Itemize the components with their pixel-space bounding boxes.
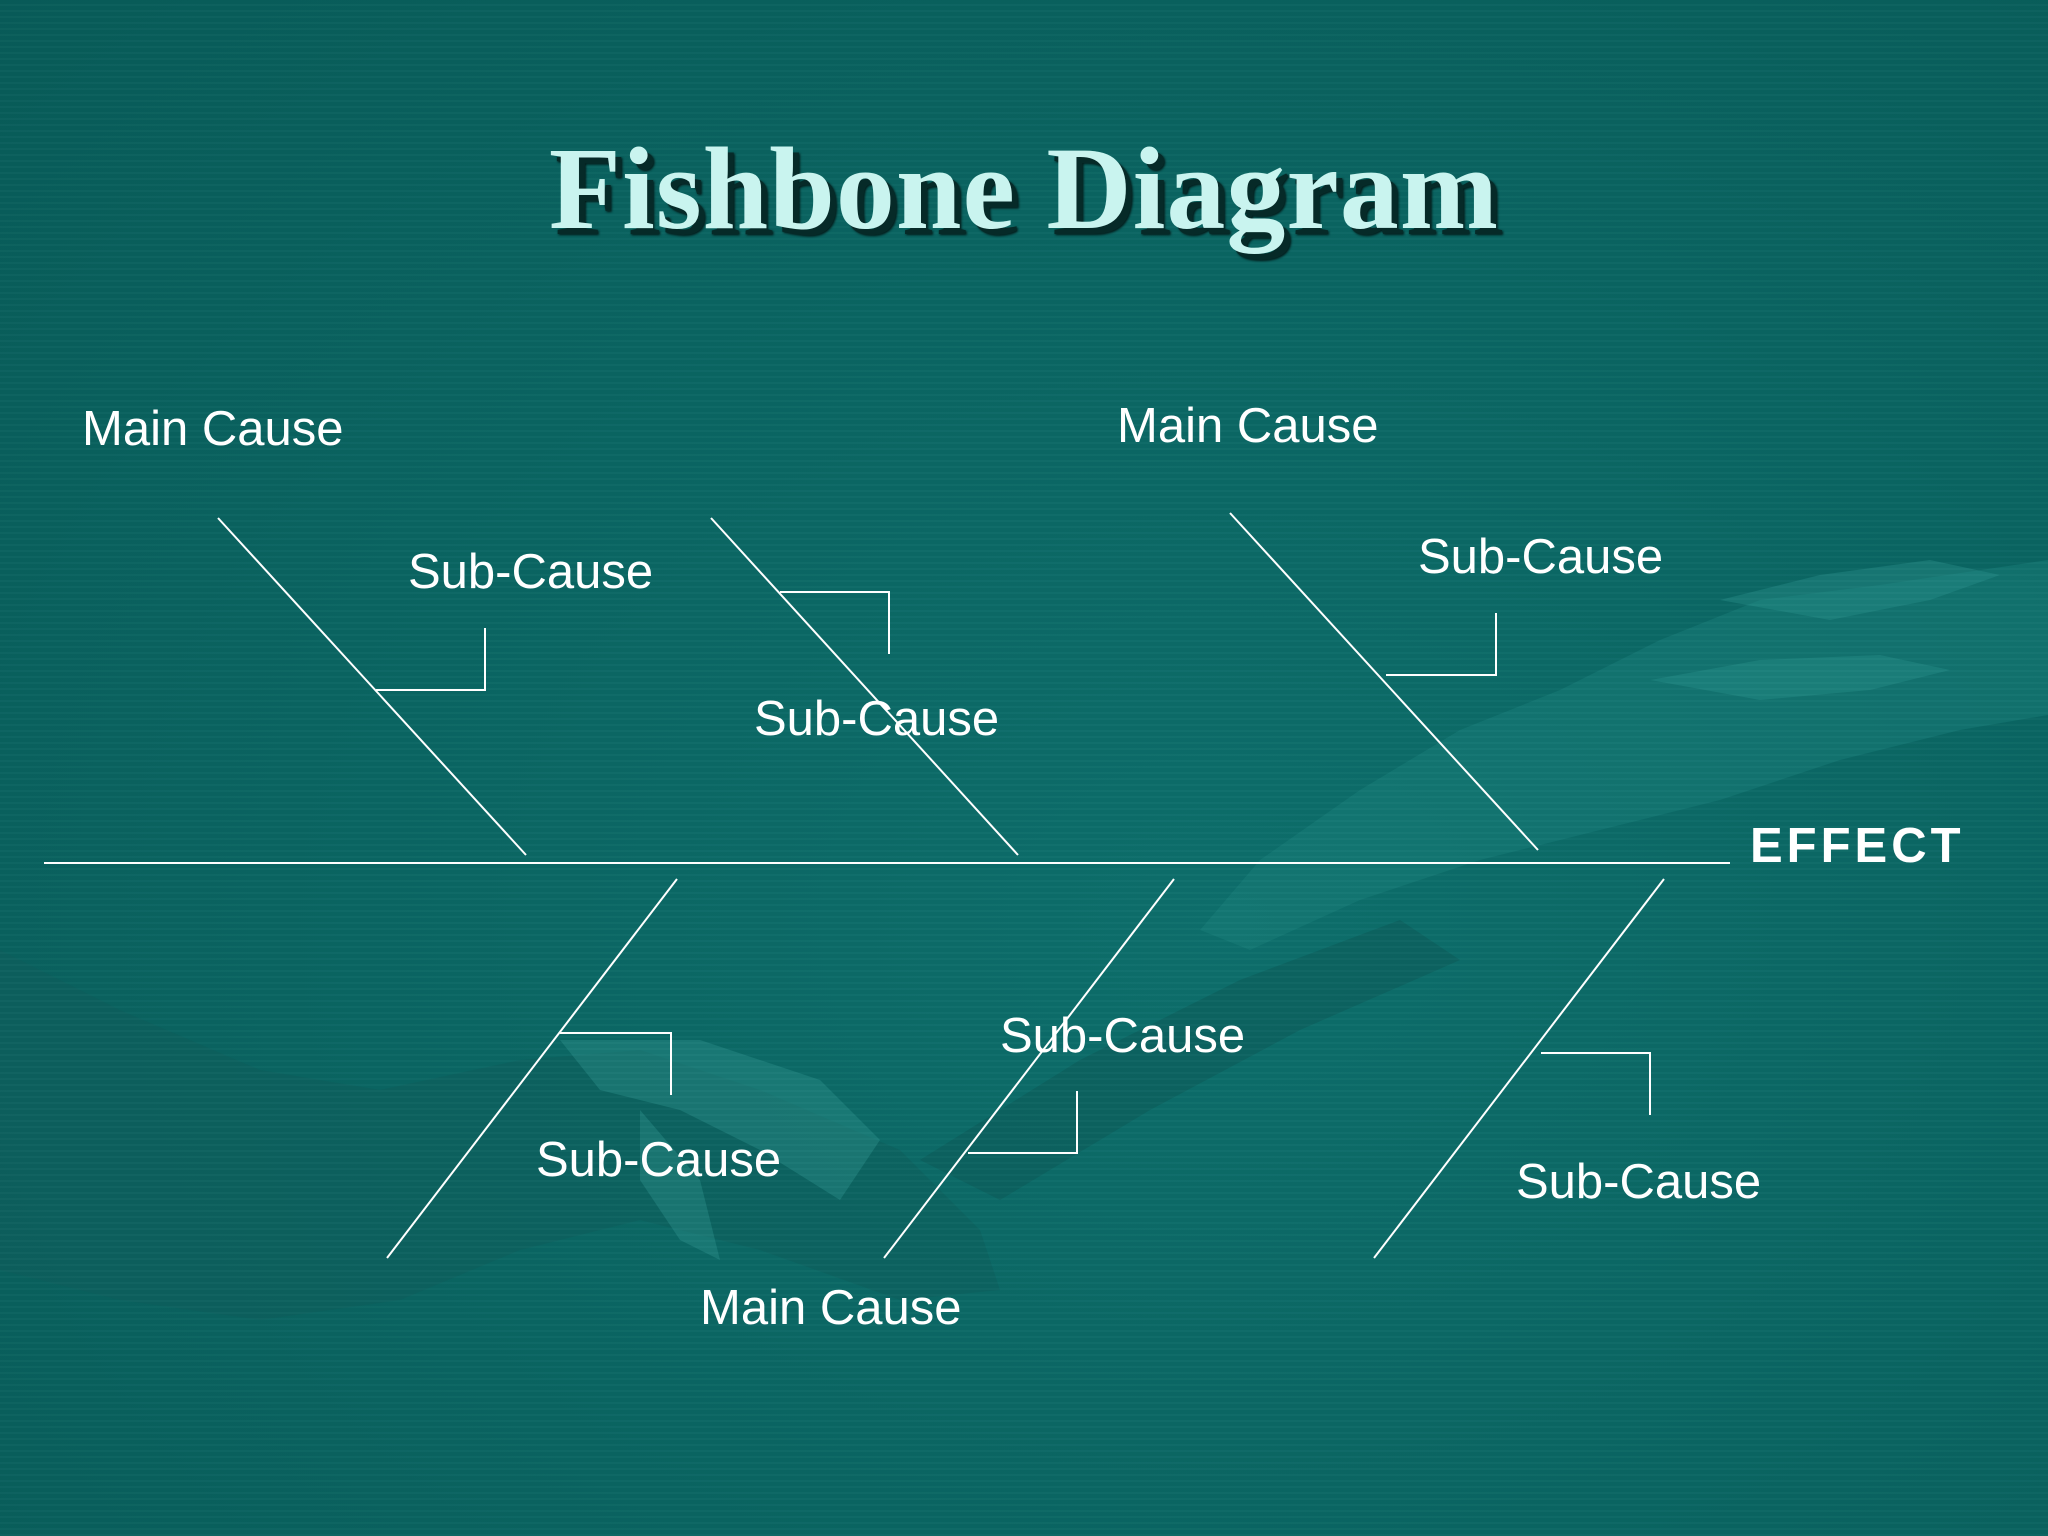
background-upper-hand-shape bbox=[1200, 560, 2048, 950]
main-cause-label-1: Main Cause bbox=[82, 402, 344, 456]
sub-cause-label-6: Sub-Cause bbox=[1516, 1155, 1762, 1209]
sub-cause-connector-3 bbox=[1386, 613, 1497, 676]
lower-bone-3 bbox=[1373, 878, 1665, 1259]
sub-cause-connector-4 bbox=[560, 1032, 672, 1095]
effect-label: EFFECT bbox=[1750, 819, 1965, 873]
upper-bone-2 bbox=[710, 517, 1019, 856]
slide-title: Fishbone Diagram bbox=[548, 123, 1500, 254]
sub-cause-label-2: Sub-Cause bbox=[754, 692, 1000, 746]
background-lower-arm-shape bbox=[0, 950, 1000, 1320]
sub-cause-connector-6 bbox=[1541, 1052, 1651, 1115]
sub-cause-connector-1 bbox=[376, 628, 486, 691]
sub-cause-label-5: Sub-Cause bbox=[536, 1133, 782, 1187]
sub-cause-label-4: Sub-Cause bbox=[1000, 1009, 1246, 1063]
main-cause-label-3: Main Cause bbox=[700, 1281, 962, 1335]
sub-cause-label-3: Sub-Cause bbox=[1418, 530, 1664, 584]
background-lower-fingers-shape bbox=[560, 1040, 880, 1260]
upper-bone-1 bbox=[217, 517, 527, 856]
lower-bone-1 bbox=[386, 878, 678, 1259]
sub-cause-connector-2 bbox=[780, 591, 890, 654]
upper-bone-3 bbox=[1229, 512, 1539, 851]
main-cause-label-2: Main Cause bbox=[1117, 399, 1379, 453]
sub-cause-label-1: Sub-Cause bbox=[408, 545, 654, 599]
background-wrist-shape bbox=[920, 920, 1460, 1200]
lower-bone-2 bbox=[883, 878, 1175, 1259]
background-upper-fingers-shape bbox=[1650, 560, 2000, 700]
sub-cause-connector-5 bbox=[968, 1091, 1078, 1154]
